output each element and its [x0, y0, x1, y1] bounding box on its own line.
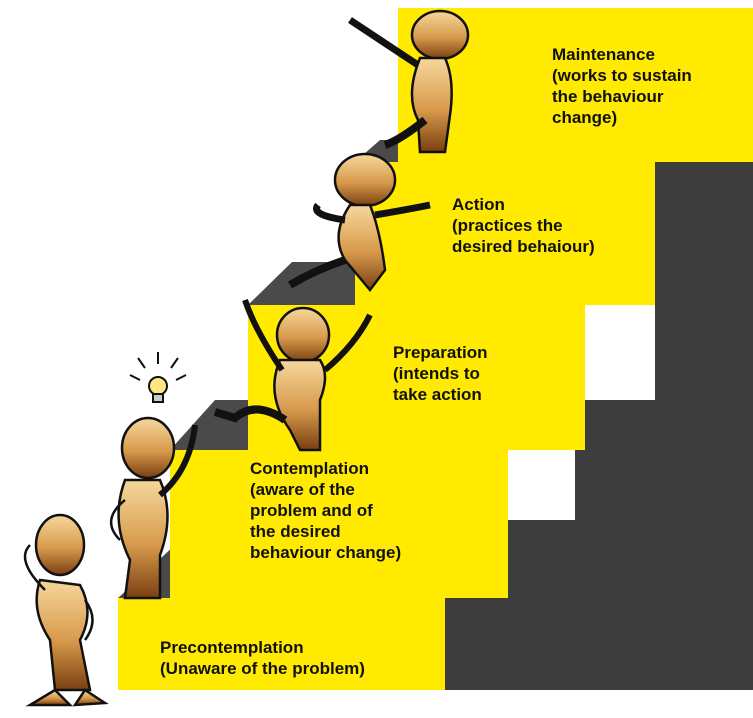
stage-title: Contemplation: [250, 459, 369, 478]
stage-title: Action: [452, 195, 505, 214]
stage-contemplation: Contemplation (aware of the problem and …: [250, 458, 401, 563]
running-figure-icon: [287, 152, 431, 293]
stair-side-wall: [355, 162, 753, 690]
lightbulb-icon: [129, 352, 187, 403]
stage-desc: (Unaware of the problem): [160, 659, 365, 678]
stage-precontemplation: Precontemplation (Unaware of the problem…: [160, 637, 365, 679]
stage-desc: desired behaiour): [452, 237, 595, 256]
stage-title: Precontemplation: [160, 638, 304, 657]
stage-desc: behaviour change): [250, 543, 402, 562]
stage-desc: (aware of the: [250, 480, 355, 499]
stage-desc: the behaviour: [552, 87, 664, 106]
idea-figure-icon: [110, 416, 198, 600]
stage-title: Maintenance: [552, 45, 655, 64]
reaching-figure-icon: [348, 9, 470, 154]
stage-desc: problem and of: [250, 501, 373, 520]
stage-action: Action (practices the desired behaiour): [452, 194, 595, 257]
stage-desc: change): [552, 108, 618, 127]
step-4-face: [355, 162, 655, 305]
stage-desc: take action: [393, 385, 482, 404]
step-1-face: [118, 598, 445, 690]
stage-title: Preparation: [393, 343, 488, 362]
climbing-figure-icon: [213, 299, 373, 452]
stage-desc: (practices the: [452, 216, 563, 235]
thinking-figure-icon: [23, 513, 109, 707]
stage-desc: (intends to: [393, 364, 480, 383]
stage-preparation: Preparation (intends to take action: [393, 342, 487, 405]
stage-maintenance: Maintenance (works to sustain the behavi…: [552, 44, 692, 128]
stage-desc: (works to sustain: [552, 66, 692, 85]
stage-desc: the desired: [250, 522, 341, 541]
step-2-face: [170, 450, 508, 598]
